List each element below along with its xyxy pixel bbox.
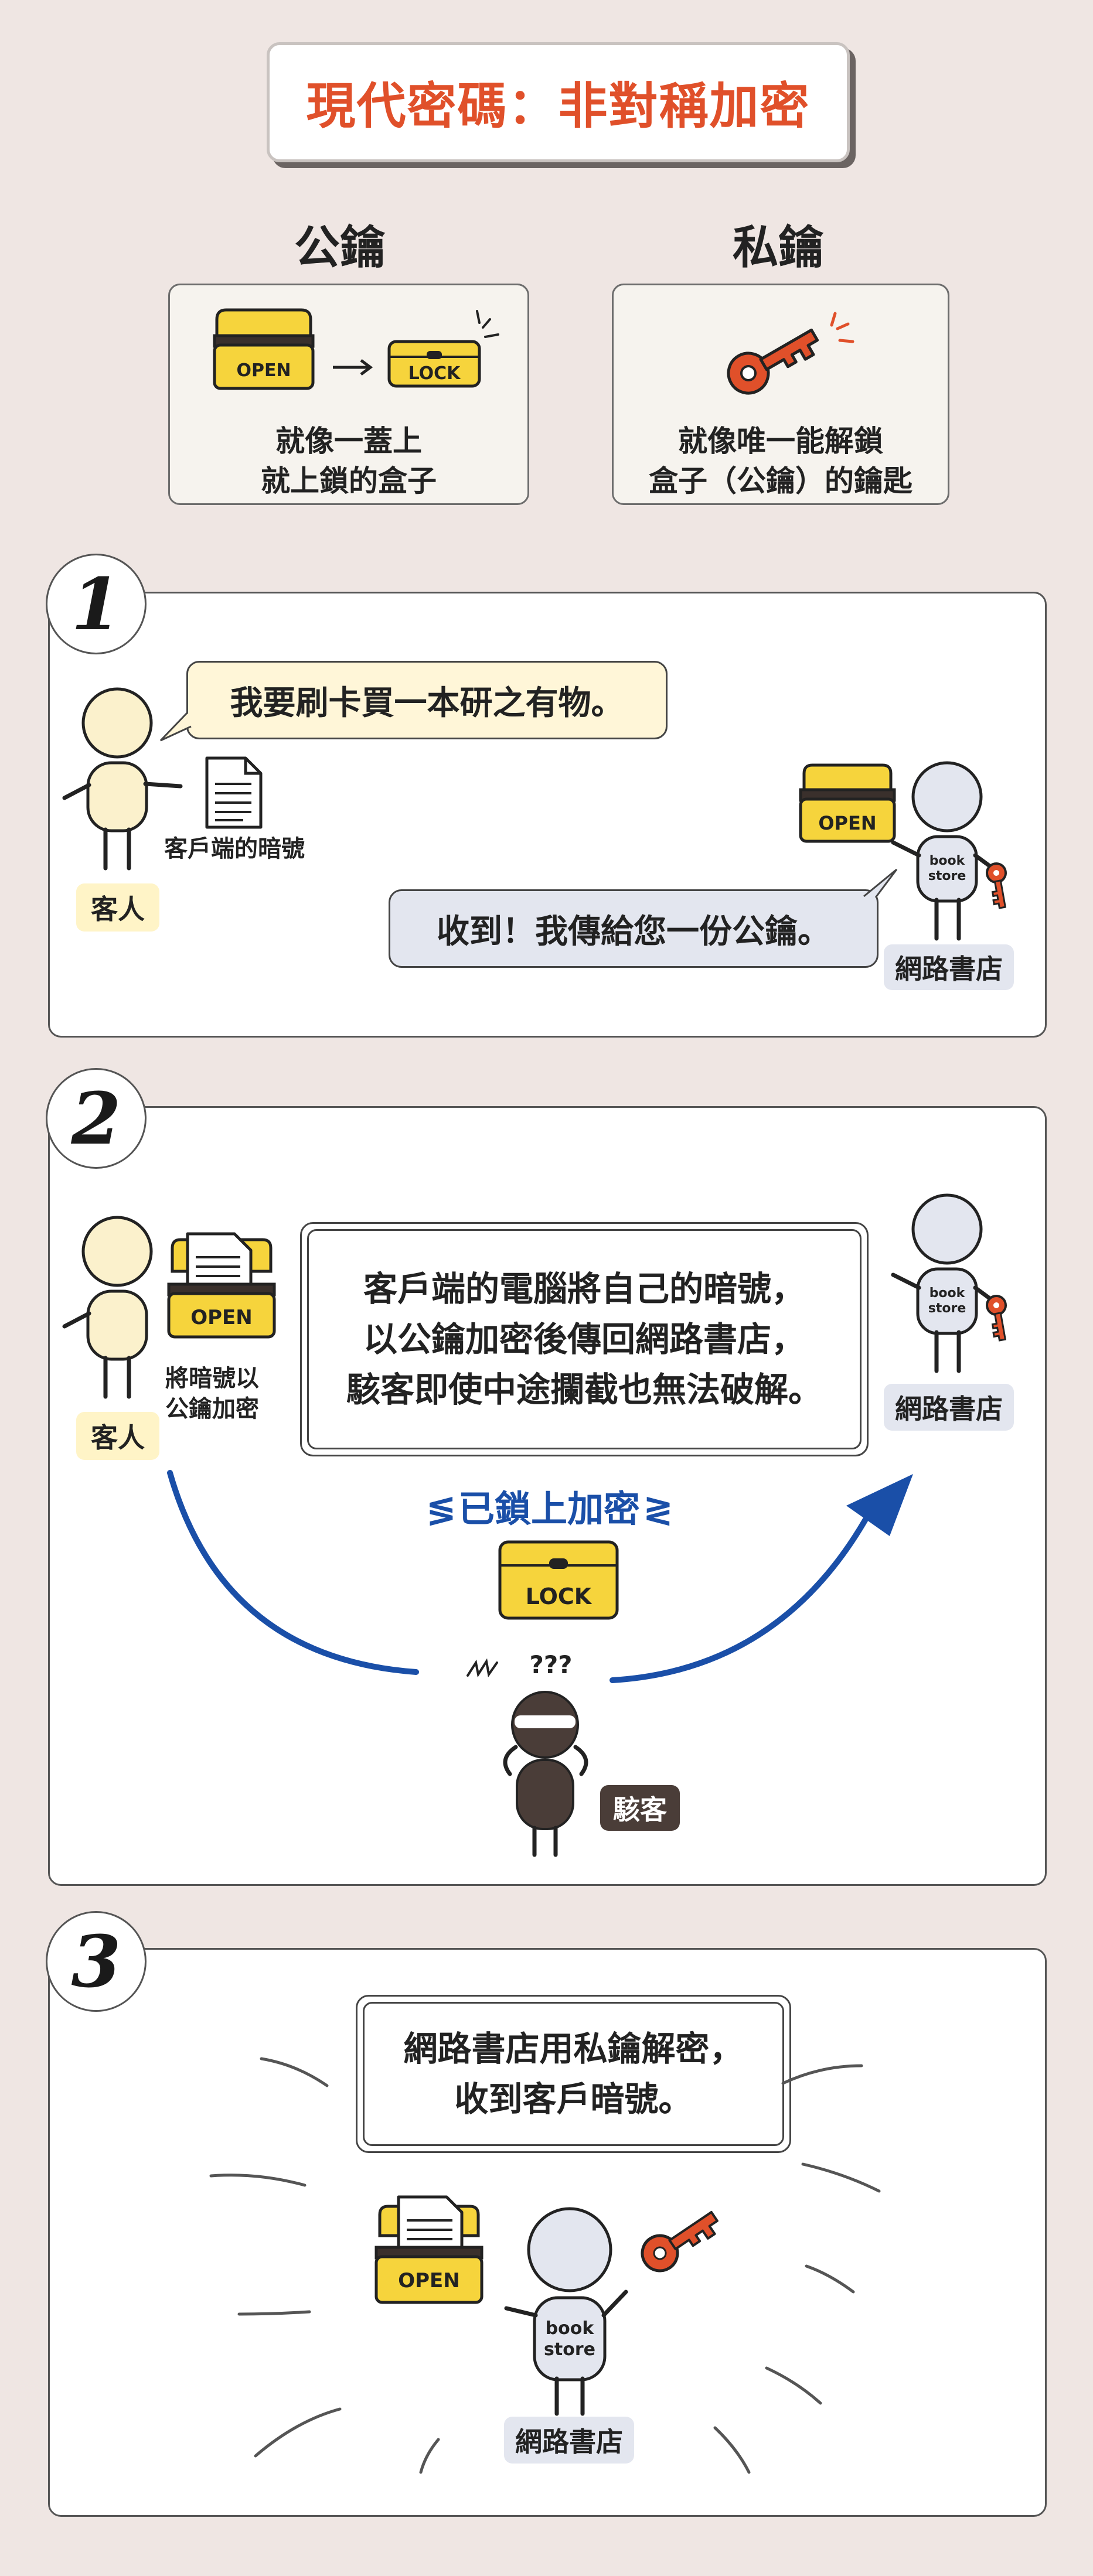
hacker-tag: 駭客 [600, 1785, 680, 1831]
open-to-lock-illustration: OPEN LOCK [213, 308, 499, 390]
bubble-tail [159, 711, 192, 742]
customer-tag: 客人 [76, 1412, 159, 1460]
step2-message-line1: 客戶端的電腦將自己的暗號， [363, 1269, 805, 1309]
private-key-desc-2: 盒子（公鑰）的鑰匙 [649, 464, 912, 498]
store-with-open-box: OPEN book store [799, 761, 1007, 941]
store-tag: 網路書店 [884, 944, 1014, 990]
step3-message-line1: 網路書店用私鑰解密， [403, 2029, 744, 2069]
arrow-right-icon [333, 359, 373, 376]
customer-speech-bubble: 我要刷卡買一本研之有物。 [186, 661, 668, 739]
page-title: 現代密碼：非對稱加密 [306, 77, 811, 135]
celebration-rays [209, 2057, 881, 2474]
store-decrypt-illustration: OPEN book store [374, 2195, 719, 2416]
step2-message-line2: 以公鑰加密後傳回網路書店， [363, 1319, 805, 1359]
bubble-tail [863, 868, 898, 898]
open-box-icon: OPEN [799, 763, 896, 843]
step2-message-line3: 駭客即使中途攔截也無法破解。 [346, 1370, 822, 1410]
encrypt-label-1: 將暗號以 [165, 1365, 259, 1392]
step3-message-box: 網路書店用私鑰解密， 收到客戶暗號。 [356, 1995, 791, 2153]
open-box-icon: OPEN [213, 308, 315, 390]
open-box-label: OPEN [236, 360, 291, 381]
public-key-desc-2: 就上鎖的盒子 [261, 464, 437, 498]
public-key-desc-1: 就像一蓋上 [275, 424, 422, 458]
red-key-icon [986, 862, 1007, 909]
store-tag: 網路書店 [884, 1384, 1014, 1431]
encrypt-label-2: 公鑰加密 [165, 1396, 259, 1422]
step3-message-line2: 收到客戶暗號。 [454, 2079, 693, 2119]
step1-number: 1 [71, 562, 121, 646]
store-speech-bubble: 收到！我傳給您一份公鑰。 [389, 889, 879, 968]
store-badge-line2: store [928, 1301, 966, 1316]
private-key-card: 就像唯一能解鎖 盒子（公鑰）的鑰匙 [612, 284, 949, 505]
open-box-label: OPEN [818, 812, 876, 834]
store-speech-text: 收到！我傳給您一份公鑰。 [437, 912, 830, 951]
lock-box-icon: LOCK [498, 1540, 619, 1620]
store-figure: book store [891, 1193, 1007, 1373]
hacker-figure: ??? [467, 1652, 588, 1857]
customer-tag: 客人 [76, 883, 159, 932]
hacker-confused-text: ??? [529, 1652, 572, 1679]
step3-number-badge: 3 [46, 1911, 147, 2012]
private-key-desc-1: 就像唯一能解鎖 [678, 424, 883, 458]
store-tag: 網路書店 [504, 2417, 634, 2464]
step1-number-badge: 1 [46, 554, 147, 654]
public-key-card: OPEN LOCK 就像一蓋上 就上鎖的盒子 [168, 284, 529, 505]
document-icon [205, 756, 263, 829]
step2-number-badge: 2 [46, 1068, 147, 1169]
lock-box-icon: LOCK [387, 310, 499, 388]
store-badge-line1: book [546, 2318, 595, 2339]
open-box-with-document: OPEN [167, 1232, 276, 1339]
locked-label: 已鎖上加密 [458, 1487, 640, 1530]
title-box: 現代密碼：非對稱加密 [267, 42, 850, 162]
red-key-icon [641, 2210, 719, 2273]
store-badge-line2: store [928, 869, 966, 883]
step2-number: 2 [71, 1076, 121, 1161]
red-key-icon [727, 312, 854, 395]
locked-label-row: ≶ 已鎖上加密 ≷ [425, 1487, 673, 1530]
customer-figure [62, 687, 183, 871]
private-key-heading: 私鑰 [732, 221, 824, 274]
lock-box-label: LOCK [526, 1584, 593, 1609]
step3-number: 3 [71, 1919, 121, 2004]
store-badge-line2: store [544, 2339, 595, 2360]
open-box-label: OPEN [190, 1306, 253, 1329]
store-badge-line1: book [929, 1286, 966, 1301]
public-key-heading: 公鑰 [294, 221, 386, 274]
open-box-with-document: OPEN [374, 2195, 483, 2304]
red-key-icon [986, 1295, 1007, 1342]
document-label: 客戶端的暗號 [164, 835, 305, 862]
customer-speech-text: 我要刷卡買一本研之有物。 [230, 684, 624, 722]
customer-figure [62, 1216, 153, 1399]
step2-message-box: 客戶端的電腦將自己的暗號， 以公鑰加密後傳回網路書店， 駭客即使中途攔截也無法破… [300, 1222, 869, 1456]
store-badge-line1: book [929, 854, 966, 868]
open-box-label: OPEN [398, 2269, 460, 2292]
transfer-arrow [167, 1470, 913, 1683]
lock-box-label: LOCK [408, 363, 462, 384]
